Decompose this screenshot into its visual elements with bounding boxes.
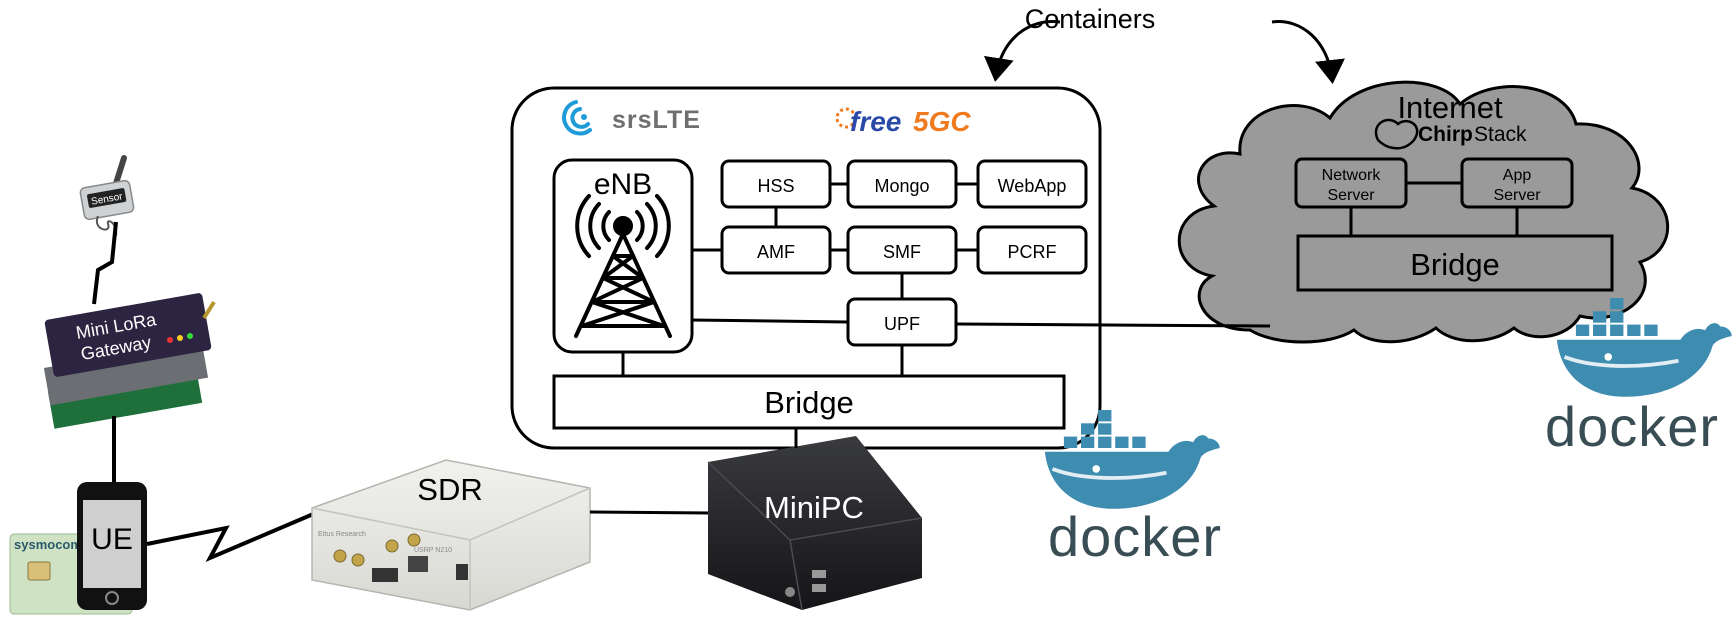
cell-tower-icon <box>574 194 672 338</box>
enb-label: eNB <box>594 168 652 201</box>
hss-label: HSS <box>757 176 794 196</box>
free5gc-logo-free: free <box>850 106 901 137</box>
radio-link-zigzag <box>146 510 319 563</box>
free5gc-logo-5gc: 5GC <box>913 106 971 137</box>
free5gc-logo: free 5GC <box>835 106 971 137</box>
cloud-bridge-box <box>1296 234 1614 292</box>
chirpstack-icon <box>1374 118 1419 150</box>
amf-label: AMF <box>757 242 795 262</box>
network-server-label-2: Server <box>1327 187 1375 204</box>
smf-label: SMF <box>883 242 921 262</box>
containers-arrow-left <box>984 20 1061 82</box>
docker-text-right: docker <box>1545 395 1719 458</box>
minipc-device <box>707 436 923 611</box>
cloud-bridge-label: Bridge <box>1410 247 1500 282</box>
minipc-label: MiniPC <box>764 490 864 525</box>
chirpstack-text-stack: Stack <box>1474 123 1527 146</box>
app-server-label-2: Server <box>1493 187 1541 204</box>
srslte-logo: srsLTE <box>562 100 701 136</box>
chirpstack-text-chirp: Chirp <box>1418 123 1473 146</box>
srslte-logo-text: srsLTE <box>612 106 701 134</box>
core-links <box>621 182 978 376</box>
core-bridge-label: Bridge <box>764 385 854 420</box>
sdr-model: USRP N210 <box>414 547 452 554</box>
ue-phone: UE <box>77 482 147 610</box>
docker-logo-right: docker <box>1545 296 1734 458</box>
ue-label: UE <box>91 523 133 556</box>
sdr-device: Ettus Research USRP N210 <box>311 459 591 611</box>
core-bridge-box <box>552 374 1066 430</box>
containers-arrow-right <box>1271 20 1345 84</box>
chirpstack-logo: Chirp Stack <box>1374 118 1527 150</box>
lora-gateway-device: Mini LoRa Gateway <box>43 293 216 429</box>
containers-label: Containers <box>1025 4 1156 34</box>
docker-text-center: docker <box>1048 505 1222 568</box>
sdr-minipc-link <box>589 510 711 515</box>
upf-label: UPF <box>884 314 920 334</box>
sdr-label: SDR <box>417 472 482 507</box>
lora-link-zigzag <box>92 221 118 305</box>
mongo-label: Mongo <box>874 176 929 196</box>
sdr-brand: Ettus Research <box>318 531 366 538</box>
pcrf-label: PCRF <box>1008 242 1057 262</box>
upf-internet-link <box>955 322 1271 328</box>
network-server-label-1: Network <box>1322 167 1382 184</box>
docker-logo-center: docker <box>1043 408 1222 568</box>
webapp-label: WebApp <box>998 176 1067 196</box>
sensor-device: Sensor <box>79 155 135 237</box>
cloud-links <box>1349 181 1519 236</box>
sim-label: sysmocom <box>14 537 82 552</box>
internet-label: Internet <box>1397 90 1503 125</box>
app-server-label-1: App <box>1503 167 1532 184</box>
